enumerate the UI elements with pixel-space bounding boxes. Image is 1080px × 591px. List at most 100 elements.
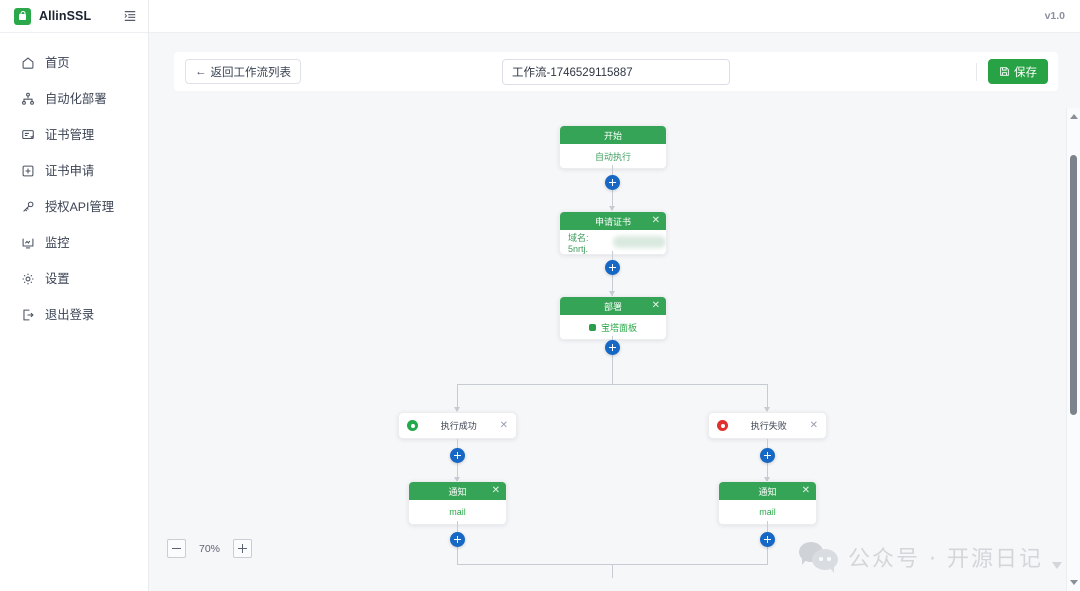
back-to-workflow-list-button[interactable]: ← 返回工作流列表 <box>185 59 301 84</box>
sidebar-item-label: 授权API管理 <box>45 199 115 214</box>
sidebar-item-settings[interactable]: 设置 <box>0 261 148 297</box>
caret-up-icon[interactable] <box>1069 114 1078 119</box>
key-icon <box>20 200 35 215</box>
node-notify-success-body: mail <box>409 500 506 524</box>
bt-panel-icon <box>588 323 596 331</box>
node-deploy-title: 部署 <box>603 301 622 312</box>
add-node-button-5[interactable] <box>760 448 775 463</box>
zoom-controls: 70% <box>167 539 253 558</box>
save-disk-icon <box>999 66 1010 77</box>
node-start-body: 自动执行 <box>560 144 666 168</box>
edge-arrow <box>764 407 770 412</box>
node-deploy-header: 部署 ✕ <box>560 297 666 315</box>
flow-graph: 开始 自动执行 申请证书 ✕ 域名: 5nrtj. <box>149 108 1080 591</box>
edge-arrow <box>764 477 770 482</box>
gear-icon <box>20 272 35 287</box>
add-node-button-1[interactable] <box>605 175 620 190</box>
edge-arrow <box>609 206 615 211</box>
zoom-level-label: 70% <box>199 542 221 555</box>
node-branch-success-label: 执行成功 <box>440 421 477 431</box>
node-notify-success-title: 通知 <box>448 486 467 497</box>
node-start-header: 开始 <box>560 126 666 144</box>
logout-icon <box>20 308 35 323</box>
save-button-label: 保存 <box>1014 66 1037 79</box>
add-node-button-3[interactable] <box>605 340 620 355</box>
sidebar-item-label: 设置 <box>45 271 70 286</box>
main-area: v1.0 ← 返回工作流列表 保存 <box>149 0 1080 591</box>
close-x-icon[interactable]: ✕ <box>809 419 818 431</box>
add-node-button-7[interactable] <box>760 532 775 547</box>
home-icon <box>20 56 35 71</box>
workflow-name-input[interactable] <box>502 58 730 85</box>
close-x-icon[interactable]: ✕ <box>499 419 508 431</box>
zoom-in-button[interactable] <box>233 539 253 558</box>
certificate-icon <box>20 128 35 143</box>
sitemap-icon <box>20 92 35 107</box>
node-apply-cert-header: 申请证书 ✕ <box>560 212 666 230</box>
arrow-left-icon: ← <box>195 65 207 78</box>
toolbar-wrapper: ← 返回工作流列表 保存 <box>149 33 1080 91</box>
brand-name: AllinSSL <box>39 9 92 23</box>
close-x-icon[interactable]: ✕ <box>651 215 660 226</box>
redacted-domain-region <box>613 236 666 248</box>
node-apply-cert-body: 域名: 5nrtj. <box>560 230 666 254</box>
scrollbar-thumb[interactable] <box>1070 155 1077 415</box>
node-start-title: 开始 <box>603 130 622 141</box>
node-notify-success[interactable]: 通知 ✕ mail <box>408 481 507 525</box>
edge-branch-bus <box>457 384 768 385</box>
node-branch-fail[interactable]: 执行失败 ✕ <box>708 412 827 439</box>
top-bar: v1.0 <box>149 0 1080 33</box>
sidebar-nav: 首页 自动化部署 证书管理 <box>0 33 148 333</box>
sidebar-item-logout[interactable]: 退出登录 <box>0 297 148 333</box>
node-apply-cert-title: 申请证书 <box>594 216 631 227</box>
node-deploy-body-label: 宝塔面板 <box>600 322 637 333</box>
edge-deploy-split <box>612 336 613 384</box>
node-branch-fail-label: 执行失败 <box>750 421 787 431</box>
sidebar-item-home[interactable]: 首页 <box>0 45 148 81</box>
node-notify-success-header: 通知 ✕ <box>409 482 506 500</box>
monitor-icon <box>20 236 35 251</box>
sidebar-item-label: 证书管理 <box>45 127 95 142</box>
node-start[interactable]: 开始 自动执行 <box>559 125 667 169</box>
success-status-icon <box>407 420 418 431</box>
caret-down-icon[interactable] <box>1069 580 1078 585</box>
node-branch-success[interactable]: 执行成功 ✕ <box>398 412 517 439</box>
sidebar-item-monitor[interactable]: 监控 <box>0 225 148 261</box>
add-node-button-2[interactable] <box>605 260 620 275</box>
node-apply-cert-domain: 域名: 5nrtj. <box>568 232 589 254</box>
collapse-menu-icon[interactable] <box>123 9 137 23</box>
canvas-scrollbar[interactable] <box>1066 108 1080 591</box>
app-version: v1.0 <box>1044 10 1065 22</box>
add-node-button-6[interactable] <box>450 532 465 547</box>
sidebar-item-api-manage[interactable]: 授权API管理 <box>0 189 148 225</box>
node-notify-fail-title: 通知 <box>758 486 777 497</box>
sidebar-item-cert-manage[interactable]: 证书管理 <box>0 117 148 153</box>
back-button-label: 返回工作流列表 <box>210 66 292 79</box>
sidebar-item-label: 自动化部署 <box>45 91 107 106</box>
edge-arrow <box>454 477 460 482</box>
close-x-icon[interactable]: ✕ <box>651 300 660 311</box>
workflow-toolbar: ← 返回工作流列表 保存 <box>174 52 1058 91</box>
save-button[interactable]: 保存 <box>988 59 1048 84</box>
node-deploy-body: 宝塔面板 <box>560 315 666 339</box>
workflow-canvas[interactable]: 开始 自动执行 申请证书 ✕ 域名: 5nrtj. <box>149 108 1080 591</box>
node-deploy[interactable]: 部署 ✕ 宝塔面板 <box>559 296 667 340</box>
add-node-button-4[interactable] <box>450 448 465 463</box>
sidebar-item-label: 退出登录 <box>45 307 95 322</box>
sidebar-item-cert-apply[interactable]: 证书申请 <box>0 153 148 189</box>
zoom-out-button[interactable] <box>167 539 186 558</box>
sidebar-item-label: 监控 <box>45 235 70 250</box>
fail-status-icon <box>717 420 728 431</box>
node-apply-cert[interactable]: 申请证书 ✕ 域名: 5nrtj. <box>559 211 667 255</box>
toolbar-divider <box>976 62 977 81</box>
edge-arrow <box>609 291 615 296</box>
sidebar-item-auto-deploy[interactable]: 自动化部署 <box>0 81 148 117</box>
node-notify-fail-body: mail <box>719 500 816 524</box>
node-notify-fail[interactable]: 通知 ✕ mail <box>718 481 817 525</box>
node-notify-fail-header: 通知 ✕ <box>719 482 816 500</box>
lock-logo-icon <box>14 7 31 25</box>
sidebar-item-label: 首页 <box>45 55 70 70</box>
close-x-icon[interactable]: ✕ <box>801 485 810 496</box>
close-x-icon[interactable]: ✕ <box>491 485 500 496</box>
